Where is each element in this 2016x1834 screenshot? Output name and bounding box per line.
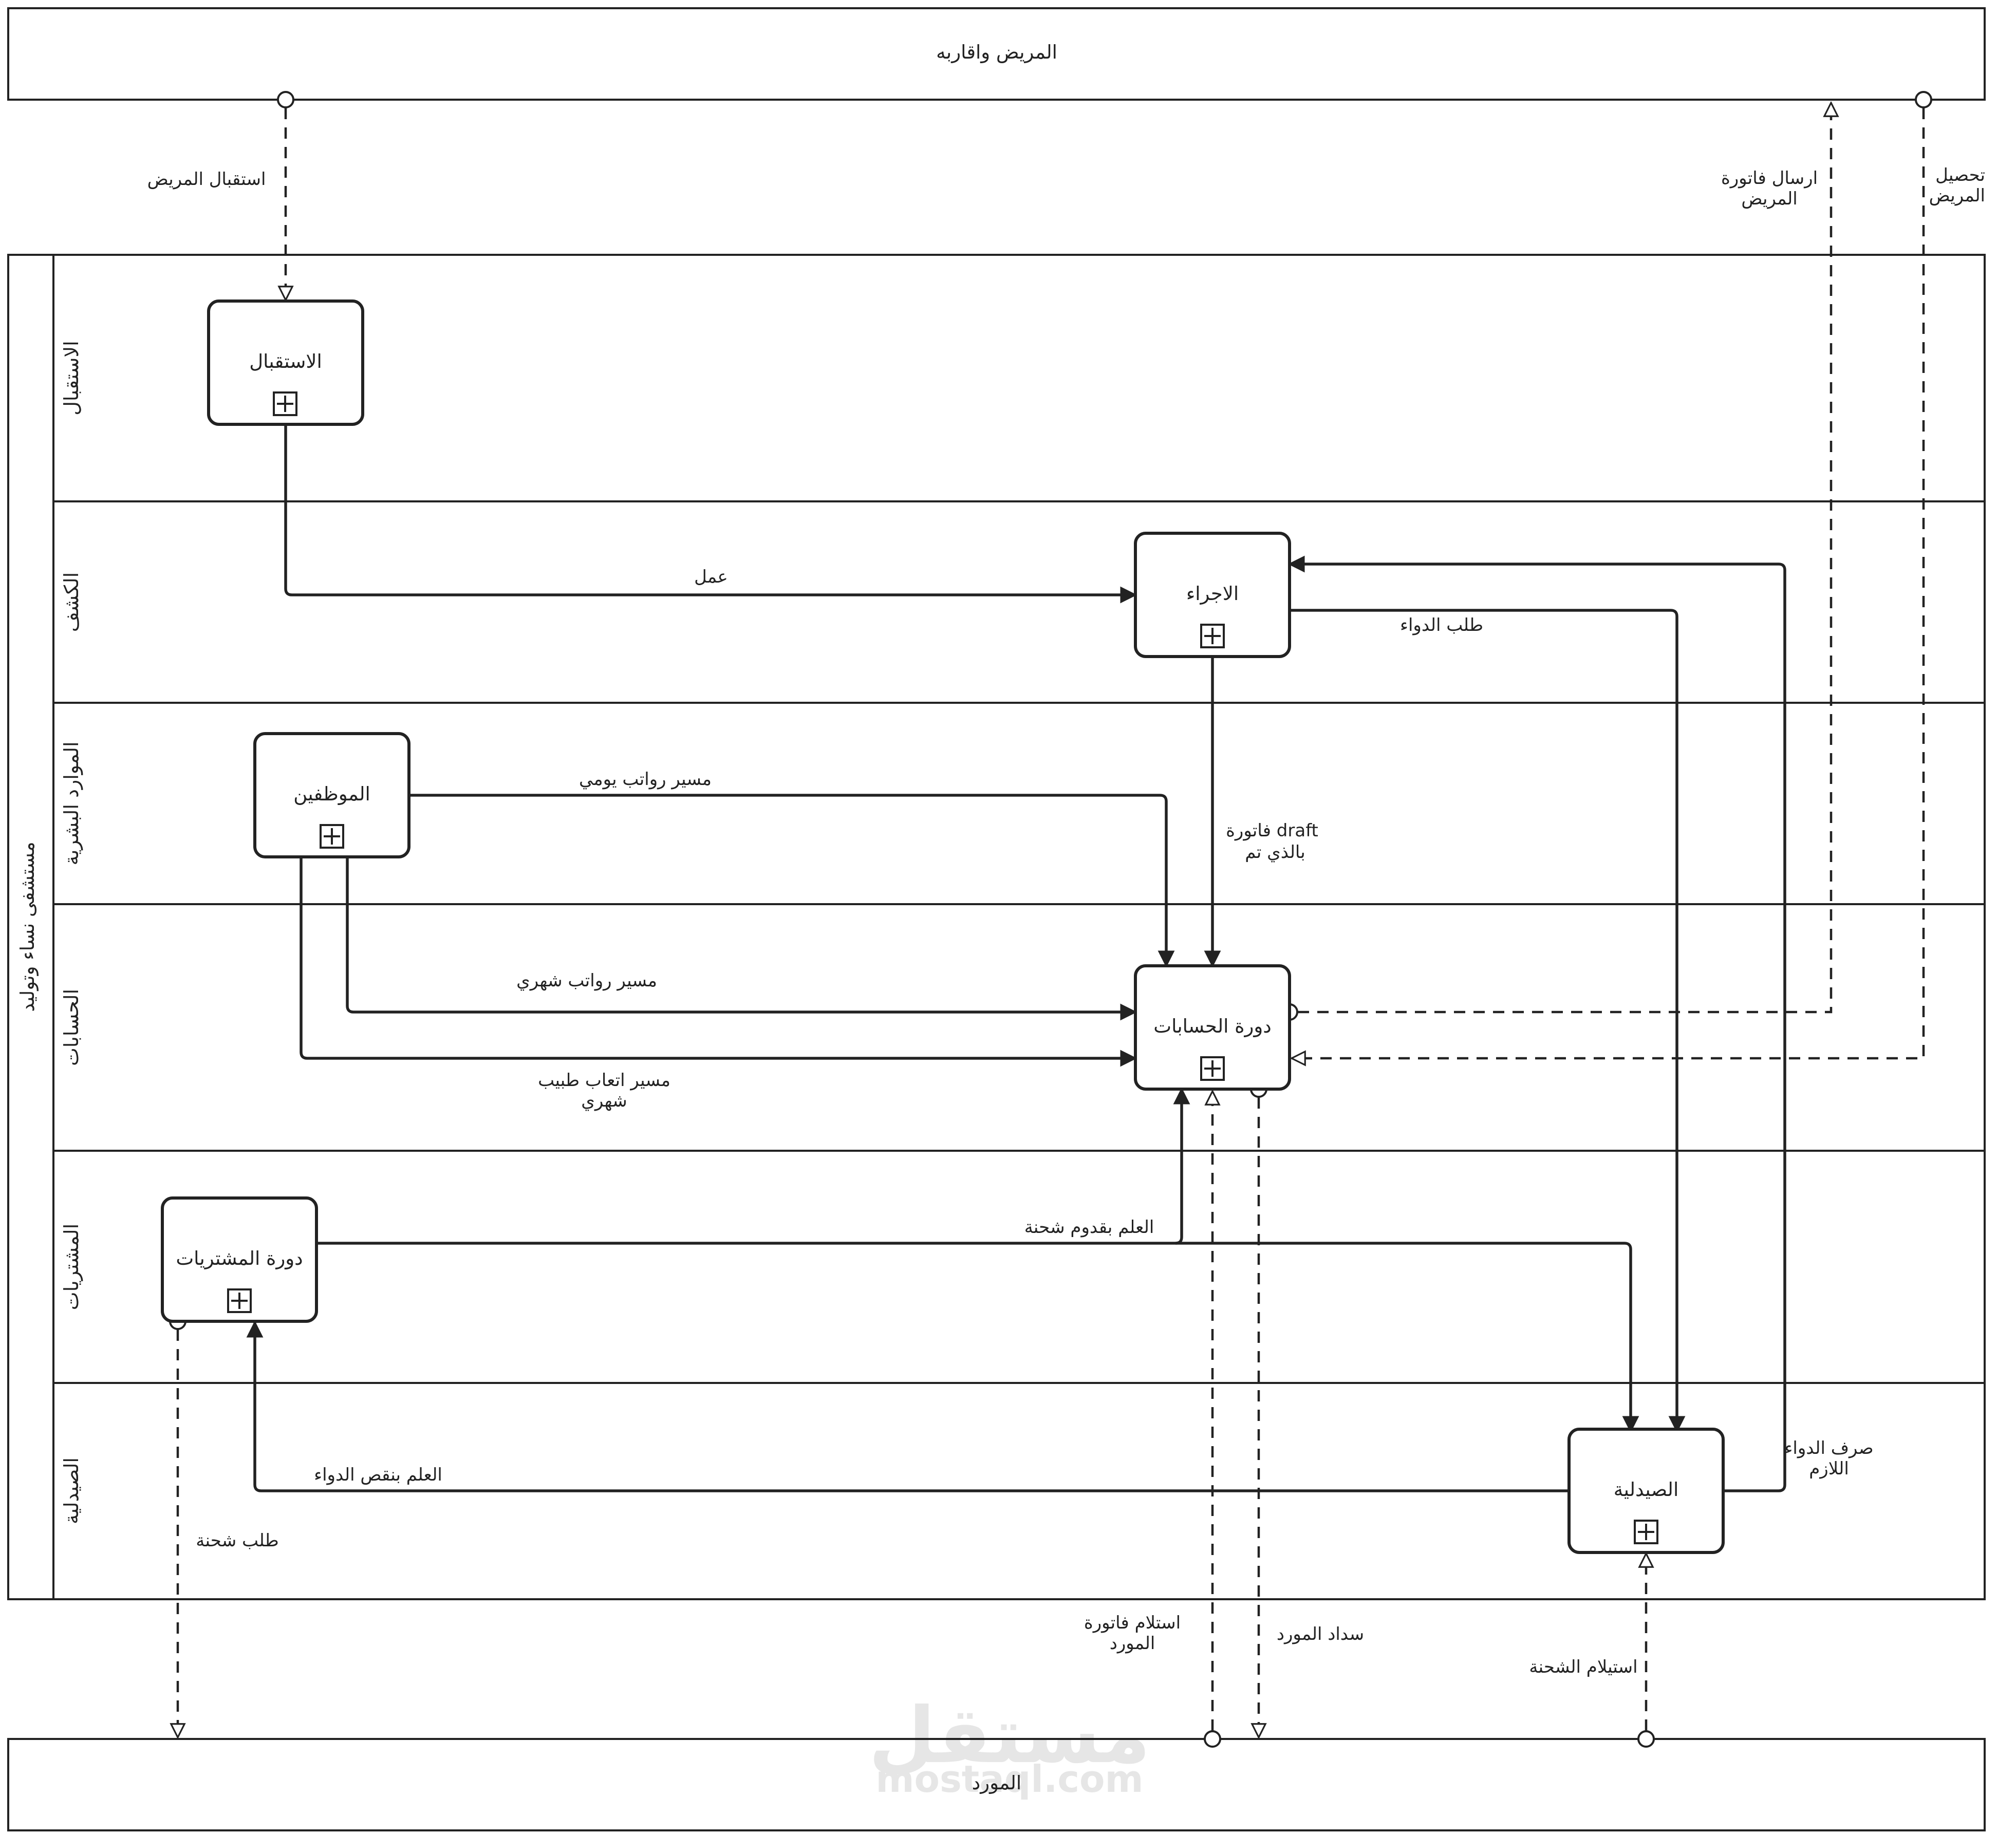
flow-medicine-shortage[interactable] xyxy=(246,1320,1569,1492)
pool-hospital: مستشفى نساء وتوليد xyxy=(7,254,1986,1600)
pool-hospital-label: مستشفى نساء وتوليد xyxy=(16,841,39,1012)
plus-square-icon xyxy=(1200,624,1225,648)
task-purchases-cycle[interactable]: دورة المشتريات xyxy=(161,1196,318,1323)
task-pharmacy-label: الصيدلية xyxy=(1614,1479,1679,1501)
msg-supplier-payment-label: سداد المورد xyxy=(1277,1624,1364,1644)
task-procedure-label: الاجراء xyxy=(1186,583,1239,605)
lane-reception-label: الاستقبال xyxy=(60,341,83,415)
flow-draft-invoice-label-line2: بالذي تم xyxy=(1245,842,1305,863)
msg-supplier-invoice-label-line2: المورد xyxy=(1110,1633,1155,1654)
flow-labels: عمل طلب الدواء مسير رواتب يومي فاتورة dr… xyxy=(314,567,1873,1485)
plus-square-icon xyxy=(1634,1520,1658,1544)
flow-doctor-fees[interactable] xyxy=(300,857,1137,1067)
task-reception[interactable]: الاستقبال xyxy=(207,300,364,426)
watermark-arabic: مستقل xyxy=(869,1691,1151,1781)
task-pharmacy[interactable]: الصيدلية xyxy=(1567,1428,1725,1554)
task-purchases-cycle-label: دورة المشتريات xyxy=(176,1247,303,1269)
message-labels: استقبال المريض ارسال فاتورة المريض تحصيل… xyxy=(147,165,1985,1677)
circle-icon xyxy=(1204,1730,1221,1748)
msg-collect-label-line2: المريض xyxy=(1929,185,1985,206)
flow-dispense-medicine[interactable] xyxy=(1287,555,1786,1492)
message-flows xyxy=(169,91,1932,1748)
task-reception-label: الاستقبال xyxy=(249,350,322,372)
flow-daily-payroll[interactable] xyxy=(409,794,1175,968)
msg-shipment-receipt-label: استيلام الشحنة xyxy=(1529,1657,1637,1677)
circle-icon xyxy=(1915,91,1932,108)
task-employees[interactable]: الموظفين xyxy=(253,732,410,858)
msg-send-patient-invoice[interactable] xyxy=(1298,103,1831,1014)
msg-shipment-request-label: طلب شحنة xyxy=(196,1530,278,1551)
lane-labels: الاستقبال الكشف الموارد البشرية الحسابات… xyxy=(60,341,83,1524)
watermark: مستقل mostaql.com xyxy=(869,1691,1151,1801)
task-procedure[interactable]: الاجراء xyxy=(1134,532,1291,658)
flow-medicine-request[interactable] xyxy=(1290,609,1686,1433)
plus-square-icon xyxy=(320,824,344,849)
task-employees-label: الموظفين xyxy=(293,783,370,805)
msg-patient-reception-label: استقبال المريض xyxy=(147,169,266,190)
plus-square-icon xyxy=(1200,1056,1225,1081)
flow-monthly-payroll[interactable] xyxy=(346,857,1137,1021)
lane-accounts-label: الحسابات xyxy=(60,989,83,1066)
lane-hr-label: الموارد البشرية xyxy=(60,741,83,865)
watermark-latin: mostaql.com xyxy=(875,1757,1143,1801)
msg-send-invoice-label-line1: ارسال فاتورة xyxy=(1721,168,1818,189)
lane-pharmacy-label: الصيدلية xyxy=(60,1457,83,1524)
flow-dispense-label-line2: اللازم xyxy=(1809,1458,1849,1479)
pool-supplier: المورد xyxy=(7,1738,1986,1831)
flow-doctor-fees-label-line2: شهري xyxy=(581,1091,627,1111)
msg-send-invoice-label-line2: المريض xyxy=(1741,189,1797,209)
pool-patient: المريض واقاربه xyxy=(7,7,1986,101)
flow-draft-invoice-label-line1: فاتورة draft xyxy=(1226,820,1318,841)
plus-square-icon xyxy=(227,1288,252,1313)
msg-collect-label-line1: تحصيل xyxy=(1935,165,1985,185)
pool-patient-label: المريض واقاربه xyxy=(936,41,1057,63)
msg-supplier-invoice-label-line1: استلام فاتورة xyxy=(1084,1613,1181,1633)
circle-icon xyxy=(1637,1730,1655,1748)
circle-icon xyxy=(277,91,294,108)
flow-monthly-payroll-label: مسير رواتب شهري xyxy=(516,970,657,991)
msg-collect-from-patient[interactable] xyxy=(1292,108,1925,1058)
lane-examination-label: الكشف xyxy=(60,572,83,632)
flow-work-label: عمل xyxy=(694,567,728,587)
flow-medicine-request-label: طلب الدواء xyxy=(1400,615,1483,635)
flow-doctor-fees-label-line1: مسير اتعاب طبيب xyxy=(538,1070,670,1091)
flow-daily-payroll-label: مسير رواتب يومي xyxy=(579,769,712,790)
flow-shipment-arrival-pharmacy[interactable] xyxy=(1175,1242,1639,1433)
flow-work[interactable] xyxy=(284,424,1137,604)
pool-supplier-label: المورد xyxy=(972,1772,1021,1794)
flow-dispense-label-line1: صرف الدواء xyxy=(1784,1438,1873,1458)
task-accounts-cycle-label: دورة الحسابات xyxy=(1153,1015,1271,1037)
plus-square-icon xyxy=(273,391,297,416)
flow-medicine-shortage-label: العلم بنقص الدواء xyxy=(314,1465,442,1485)
lane-purchases-label: المشتريات xyxy=(60,1224,83,1310)
sequence-flows xyxy=(246,424,1786,1492)
task-accounts-cycle[interactable]: دورة الحسابات xyxy=(1134,964,1291,1091)
flow-shipment-arrival-label: العلم بقدوم شحنة xyxy=(1024,1217,1154,1238)
